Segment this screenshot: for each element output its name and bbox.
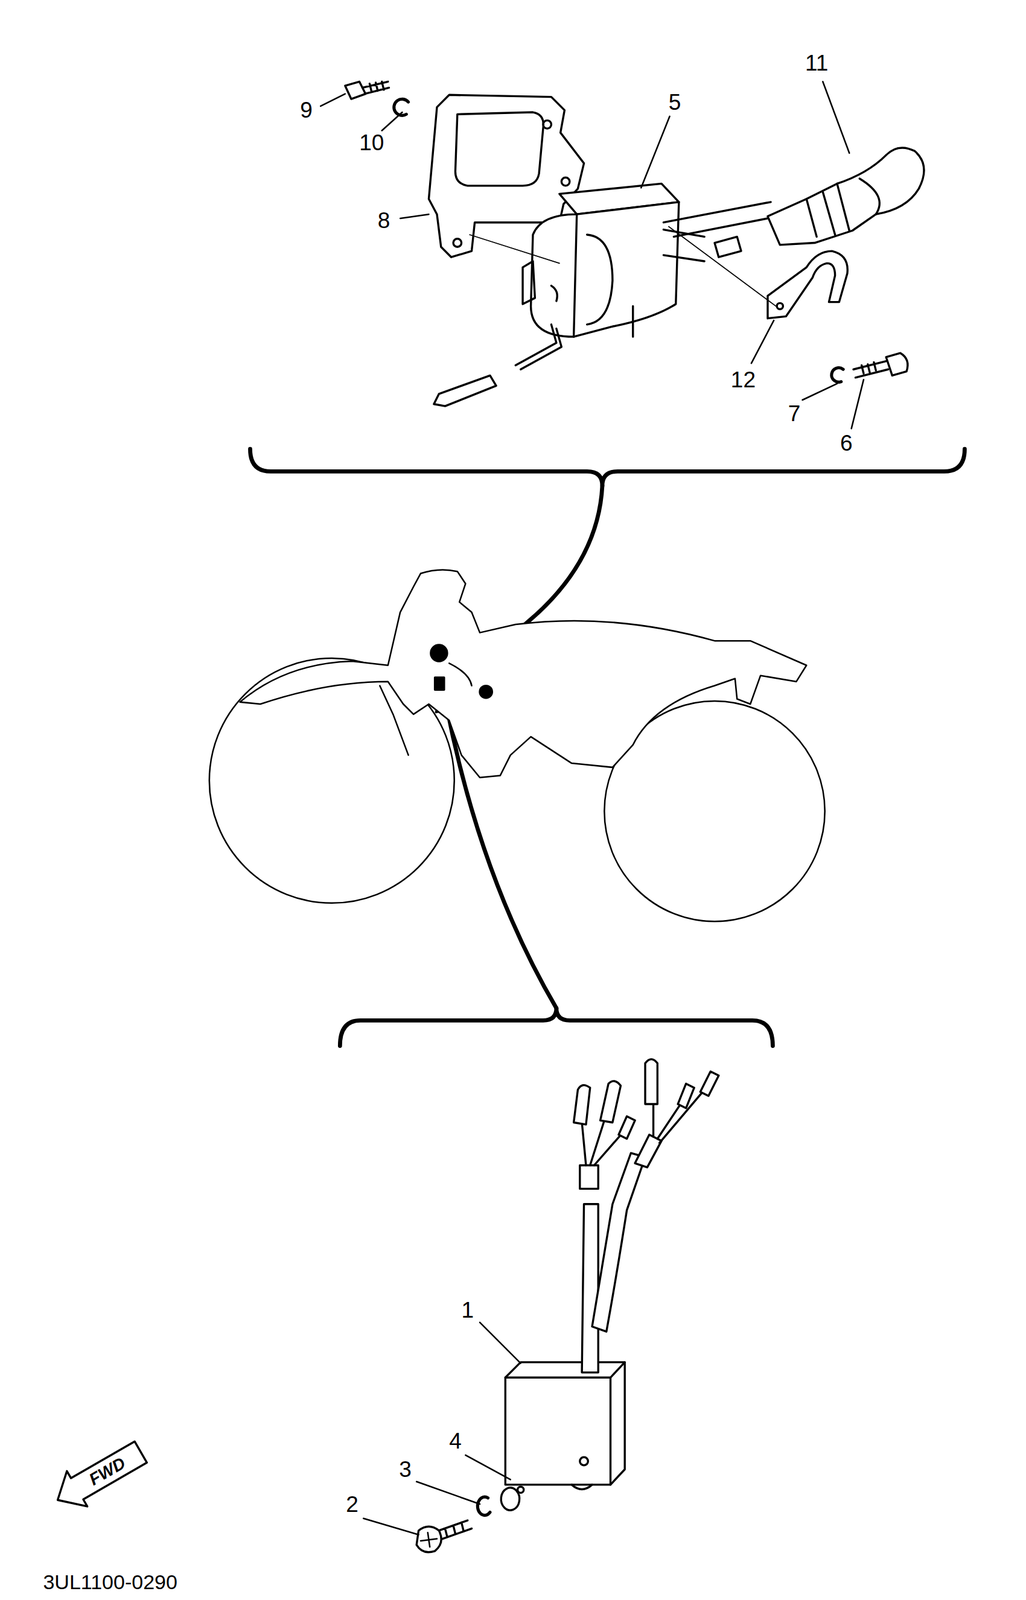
leader-line [822,81,850,153]
fork-detail [379,686,408,756]
washer-hole [517,1487,524,1494]
leader-line [751,320,774,364]
leader-line [479,1322,521,1364]
forward-arrow [47,1434,152,1518]
coil-face [573,214,613,337]
screw [345,81,366,99]
hole [543,120,552,130]
plug-cap [767,147,925,246]
hole [453,238,462,248]
hole [579,1457,589,1466]
screw-slot [420,1532,437,1548]
cdi-unit [505,1362,625,1486]
cable [592,1153,646,1332]
motorcycle-body [240,569,807,778]
leader-line [802,383,838,401]
cap-ribs [806,178,880,237]
hole [776,302,783,310]
leader-line [363,1519,419,1536]
ignition-coil [531,202,679,337]
screw-thread [853,361,889,378]
callout-number: 4 [449,1430,462,1453]
leader-line [416,1482,480,1505]
leader-line [320,94,346,107]
washer [831,368,844,383]
callout-number: 10 [359,131,384,154]
connector [573,1059,658,1125]
lead-terminal [433,375,497,407]
plate-cutout [455,112,544,186]
group-bracket [339,1008,773,1047]
callout-number: 1 [461,1299,474,1322]
screw-thread [362,81,390,94]
screw [416,1526,442,1553]
coil-clip [522,261,558,305]
callout-number: 6 [840,432,853,455]
cdi-edge [505,1362,625,1486]
leader-line [465,1455,510,1481]
leader-line [851,379,864,429]
location-dot [430,645,448,662]
washer [500,1488,520,1511]
leader-lines [320,81,864,1535]
leader-line [640,116,670,188]
location-dot [435,677,445,690]
coil-lead [515,324,562,370]
plug-wire [663,202,771,238]
location-dot [479,686,492,699]
callout-number: 5 [668,91,682,114]
callout-number: 9 [299,98,313,122]
callout-number: 7 [788,402,801,425]
clamp [767,251,848,319]
callout-number: 8 [377,209,391,232]
cdi-foot [571,1485,593,1491]
callout-number: 2 [345,1493,359,1517]
connector [618,1071,719,1140]
group-bracket [249,449,965,486]
drawing-code: 3UL1100-0290 [42,1572,177,1593]
leader-line [382,112,403,131]
direction-label: FWD [86,1455,128,1489]
callout-number: 12 [730,368,756,392]
leader-line [400,214,429,219]
screw [885,353,908,376]
wire-sketch [449,663,472,686]
callout-number: 11 [805,51,829,75]
assembly-line [469,226,776,306]
washer [477,1497,491,1516]
cable [581,1204,599,1374]
wire-sleeve [714,236,742,258]
hole [561,177,570,186]
callout-number: 3 [398,1458,412,1482]
